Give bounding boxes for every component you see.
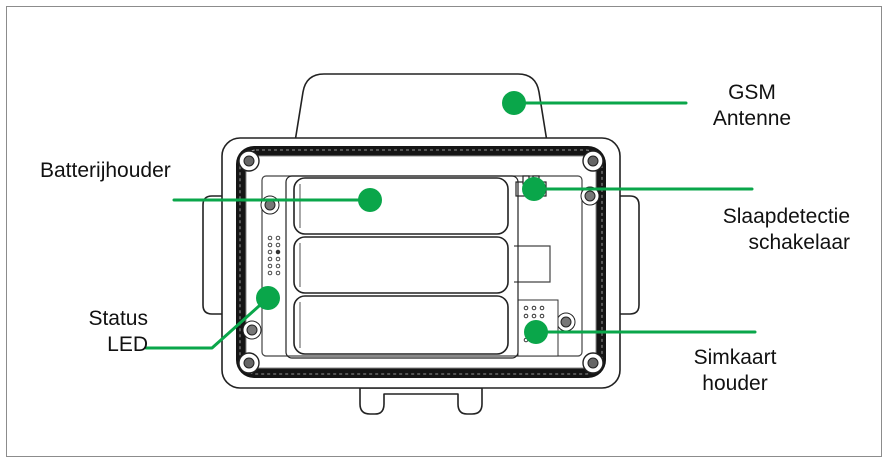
callout-dot-status-led [256, 286, 280, 310]
label-status-led: Status LED [40, 306, 148, 358]
battery-cell-2 [293, 236, 509, 294]
label-sleep-switch-line-1: Slaapdetectie [722, 205, 850, 228]
gasket-screw-left-head [246, 324, 258, 336]
callout-dot-sim [524, 320, 548, 344]
battery-holder-frame [285, 175, 519, 359]
label-status-led-line-1: Status [88, 307, 148, 330]
antenna-housing [293, 73, 549, 149]
screw-head-bottom-right [587, 357, 599, 369]
callout-dot-sleep-switch [522, 177, 546, 201]
label-gsm-antenna-line-2: Antenne [712, 107, 792, 130]
label-gsm-antenna-line-1: GSM [728, 81, 776, 104]
screw-head-bottom-left [243, 357, 255, 369]
gasket-highlight [239, 149, 603, 375]
label-battery-holder: Batterijhouder [40, 158, 171, 184]
screw-head-top-right [587, 155, 599, 167]
label-status-led-line-2: LED [107, 333, 148, 356]
callout-dot-antenna [502, 91, 526, 115]
callout-dot-battery [358, 188, 382, 212]
screw-head-top-left [243, 155, 255, 167]
label-sleep-switch: Slaapdetectie schakelaar [656, 204, 850, 256]
label-gsm-antenna: GSM Antenne [692, 80, 812, 132]
board-screw-right-head [560, 316, 572, 328]
label-sim-holder-line-1: Simkaart [693, 346, 777, 369]
label-sim-holder-line-2: houder [702, 372, 768, 395]
led-dot-matrix [267, 235, 281, 276]
label-sleep-switch-line-2: schakelaar [748, 231, 850, 254]
pcb-cutout [514, 245, 551, 283]
battery-cell-3 [293, 295, 509, 355]
gasket-screw-right-head [584, 190, 596, 202]
bottom-mount-tab [359, 387, 483, 415]
label-battery-holder-text: Batterijhouder [40, 159, 171, 182]
label-sim-holder: Simkaart houder [670, 345, 800, 397]
battery-cell-1 [293, 177, 509, 235]
callout-line-status-led [144, 296, 270, 350]
